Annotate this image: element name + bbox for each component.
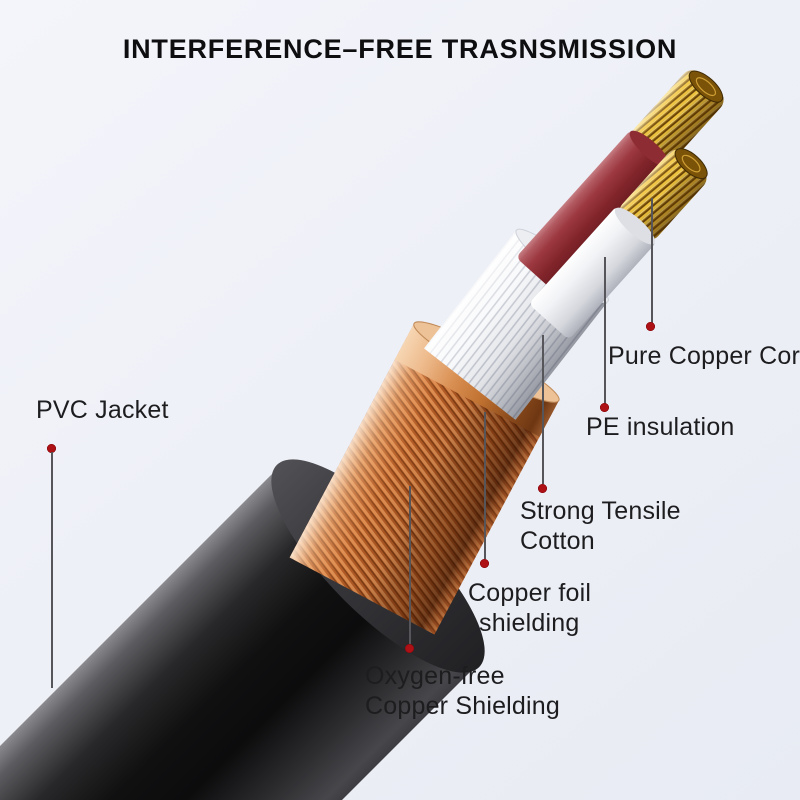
callout-oxygen-free-dot: [405, 644, 414, 653]
callout-oxygen-free-label: Oxygen-free Copper Shielding: [365, 662, 560, 720]
callout-pure-copper-core-dot: [646, 322, 655, 331]
callout-pvc-jacket-line: [51, 452, 53, 688]
callout-pe-insulation-dot: [600, 403, 609, 412]
callout-copper-foil-line: [484, 412, 486, 559]
red-wire-insulation: [518, 131, 669, 291]
callout-strong-tensile-cotton-line: [542, 335, 544, 484]
callout-pe-insulation-label: PE insulation: [586, 413, 735, 441]
white-wire: [531, 148, 708, 338]
callout-copper-foil-label: Copper foil shielding: [468, 579, 592, 637]
callout-pure-copper-core-label: Pure Copper Core: [608, 342, 800, 370]
callout-oxygen-free-line: [409, 486, 411, 644]
callout-strong-tensile-cotton-dot: [538, 484, 547, 493]
callout-pvc-jacket-label: PVC Jacket: [36, 396, 169, 424]
page-title: INTERFERENCE–FREE TRASNSMISSION: [122, 34, 678, 64]
callout-pvc-jacket-dot: [47, 444, 56, 453]
callout-copper-foil-dot: [480, 559, 489, 568]
red-wire: [518, 70, 724, 291]
white-wire-insulation: [531, 208, 655, 338]
callout-pe-insulation-line: [604, 257, 606, 404]
callout-pure-copper-core-line: [651, 198, 653, 323]
callout-strong-tensile-cotton-label: Strong Tensile Cotton: [520, 497, 681, 555]
